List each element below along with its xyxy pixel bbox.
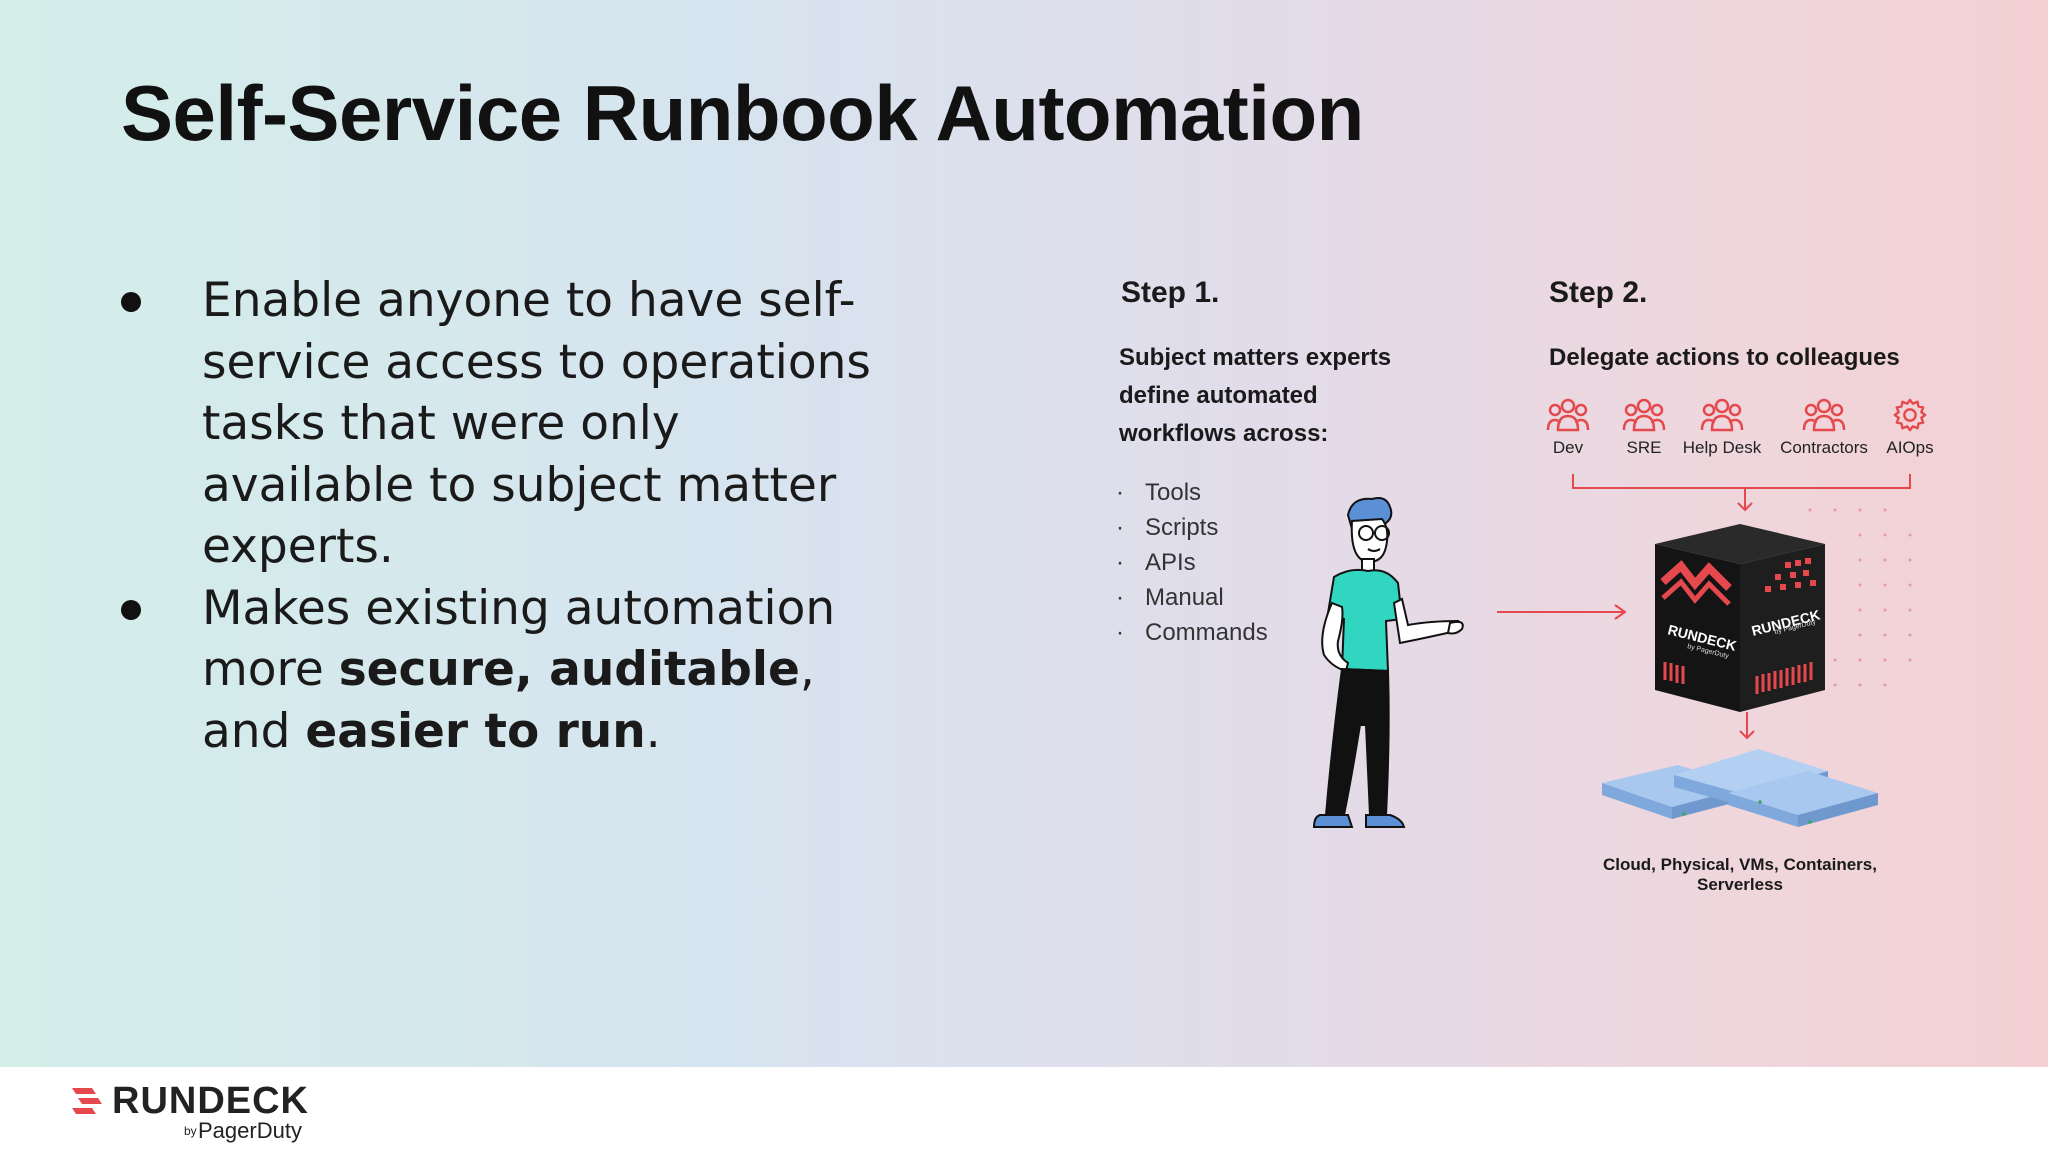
roles-row: Dev SRE Help Desk xyxy=(1540,398,1950,468)
arrow-right-icon xyxy=(1497,604,1627,620)
tools-list: Tools Scripts APIs Manual Commands xyxy=(1116,475,1268,650)
tools-item: Scripts xyxy=(1116,510,1268,545)
role-aiops: AIOps xyxy=(1862,398,1958,458)
person-illustration xyxy=(1312,497,1464,828)
role-help-desk: Help Desk xyxy=(1674,398,1770,458)
role-label: Dev xyxy=(1552,438,1584,457)
role-label: Contractors xyxy=(1780,438,1868,457)
rundeck-mark-icon xyxy=(72,1088,102,1114)
step2-subtitle: Delegate actions to colleagues xyxy=(1549,344,1900,371)
tools-item: APIs xyxy=(1116,545,1268,580)
tools-item: Commands xyxy=(1116,615,1268,650)
bullet-bold-secure: secure, auditable xyxy=(338,642,800,697)
bullet-item: Makes existing automation more secure, a… xyxy=(121,578,881,763)
step1-heading: Step 1. xyxy=(1121,276,1220,309)
people-group-icon xyxy=(1546,398,1590,432)
role-label: SRE xyxy=(1626,438,1662,457)
bullet-text: Enable anyone to have self-service acces… xyxy=(202,273,871,574)
bullet-text-middle: , and xyxy=(202,642,815,759)
people-group-icon xyxy=(1622,398,1666,432)
role-label: AIOps xyxy=(1886,438,1934,457)
tools-item: Manual xyxy=(1116,580,1268,615)
footer-bar xyxy=(0,1067,2048,1152)
bullet-bold-easier: easier to run xyxy=(305,703,646,759)
slide-title: Self-Service Runbook Automation xyxy=(121,69,1364,157)
step2-heading: Step 2. xyxy=(1549,276,1648,309)
logo-wordmark: RUNDECK xyxy=(112,1080,309,1122)
role-contractors: Contractors xyxy=(1776,398,1872,458)
step1-subtitle-line: define automated xyxy=(1119,382,1318,409)
gear-icon xyxy=(1893,398,1927,432)
rundeck-logo: RUNDECK by PagerDuty xyxy=(70,1080,330,1150)
bullet-list: Enable anyone to have self-service acces… xyxy=(121,270,881,762)
step1-subtitle: Subject matters experts define automated… xyxy=(1119,339,1391,453)
people-group-icon xyxy=(1802,398,1846,432)
targets-caption: Cloud, Physical, VMs, Containers, Server… xyxy=(1603,855,1877,894)
logo-by: by xyxy=(184,1124,197,1138)
delegation-connector xyxy=(1572,474,1912,740)
bullet-dot xyxy=(121,599,141,620)
tools-item: Tools xyxy=(1116,475,1268,510)
step1-subtitle-line: workflows across: xyxy=(1119,420,1329,447)
role-sre: SRE xyxy=(1596,398,1692,458)
bullet-text-prefix: Makes existing automation more xyxy=(202,580,836,698)
server-stack-icon xyxy=(1602,749,1878,827)
rundeck-cube-icon: RUNDECK by PagerDuty RUNDECK by PagerDut… xyxy=(1655,524,1825,712)
step1-subtitle-line: Subject matters experts xyxy=(1119,344,1392,371)
role-dev: Dev xyxy=(1520,398,1616,458)
logo-company: PagerDuty xyxy=(198,1118,302,1143)
bullet-dot xyxy=(121,292,141,312)
role-label: Help Desk xyxy=(1682,438,1762,457)
people-group-icon xyxy=(1700,398,1744,432)
bullet-item: Enable anyone to have self-service acces… xyxy=(121,270,881,578)
bullet-text-suffix: . xyxy=(645,703,661,759)
